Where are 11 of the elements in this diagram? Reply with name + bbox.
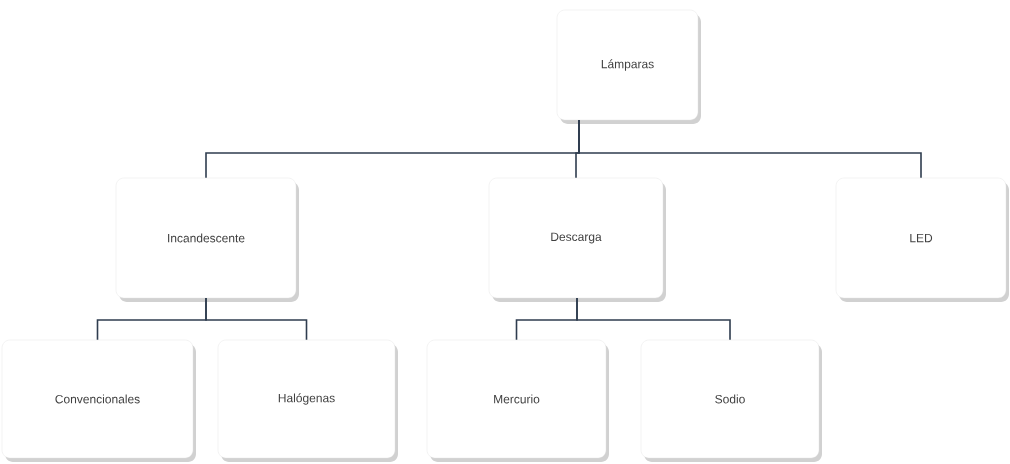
category-box: Mercurio [426,339,609,462]
category-box: Descarga [488,177,666,302]
category-box: Halógenas [217,339,398,462]
category-box: Sodio [640,339,822,462]
category-box: Incandescente [115,177,299,302]
connector-line [576,297,731,341]
category-box: Lámparas [556,9,701,124]
category-box: Convencionales [1,339,196,462]
connector-line [578,119,922,179]
connector-line [205,297,308,341]
category-box: LED [835,177,1009,302]
